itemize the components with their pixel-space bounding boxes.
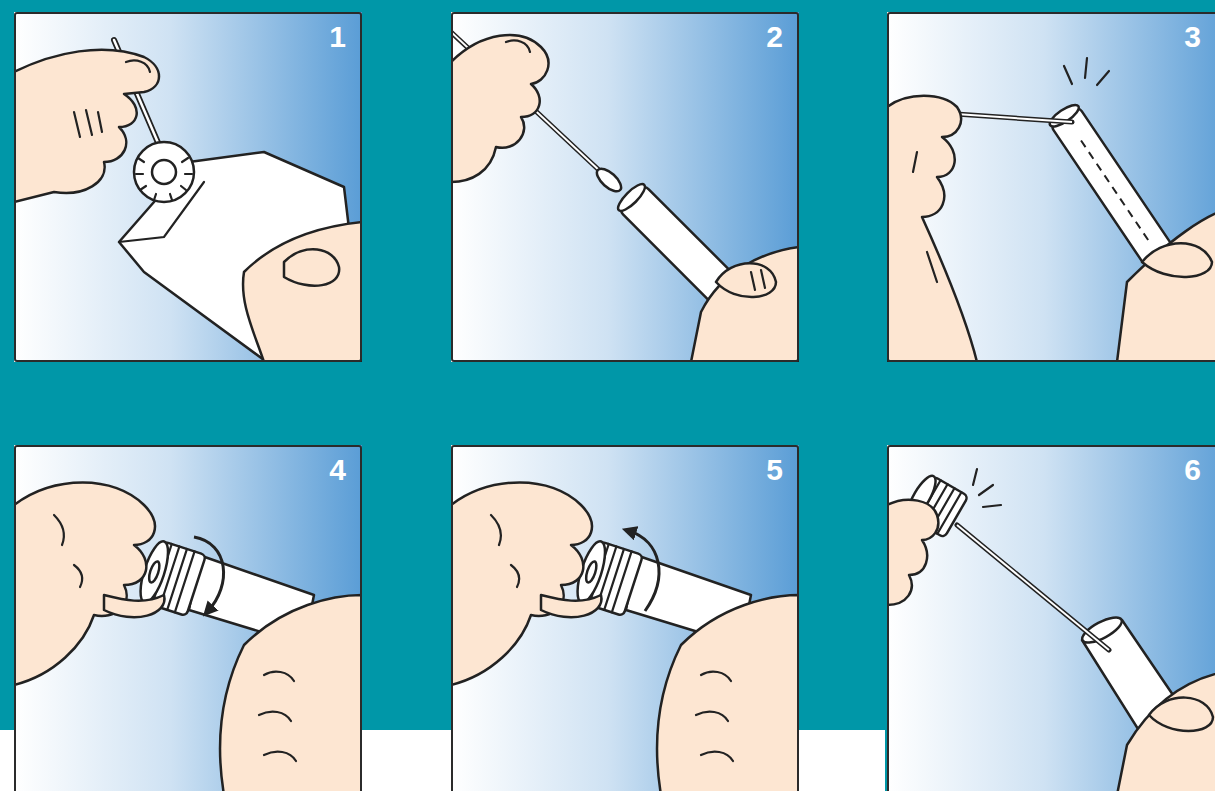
step-number: 2 bbox=[766, 22, 783, 52]
step-number: 1 bbox=[329, 22, 346, 52]
step-number: 5 bbox=[766, 455, 783, 485]
step-number: 6 bbox=[1184, 455, 1201, 485]
step-panel: 5 bbox=[451, 445, 799, 791]
step-panel: 2 bbox=[451, 12, 799, 362]
step-panel: 6 bbox=[887, 445, 1215, 791]
step-number: 4 bbox=[329, 455, 346, 485]
step-number: 3 bbox=[1184, 22, 1201, 52]
step-panel: 1 bbox=[14, 12, 362, 362]
step-panel: 4 bbox=[14, 445, 362, 791]
step-panel: 3 bbox=[887, 12, 1215, 362]
